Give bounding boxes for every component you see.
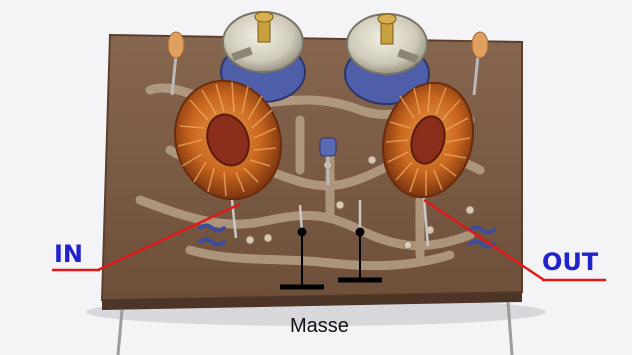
toroid-coil-left [174,79,282,201]
pcb-board-edge [102,292,522,310]
ground-symbol-left [280,227,324,290]
blue-components [198,223,496,249]
in-annotation: IN [52,202,241,272]
ground-symbol-right [338,227,382,283]
capacitor-right [471,31,489,96]
toroid-coil-right [381,81,475,199]
in-pointer-line [97,202,241,272]
center-capacitor [319,137,337,185]
trimmer-capacitor-right [344,13,430,105]
in-label: IN [54,240,83,268]
trimmer-capacitor-left [220,11,306,103]
out-pointer-line [423,198,545,282]
out-annotation: OUT [423,198,606,282]
out-label: OUT [542,248,599,276]
masse-label: Masse [290,315,349,337]
capacitor-left [167,31,185,96]
board-legs [116,301,514,355]
